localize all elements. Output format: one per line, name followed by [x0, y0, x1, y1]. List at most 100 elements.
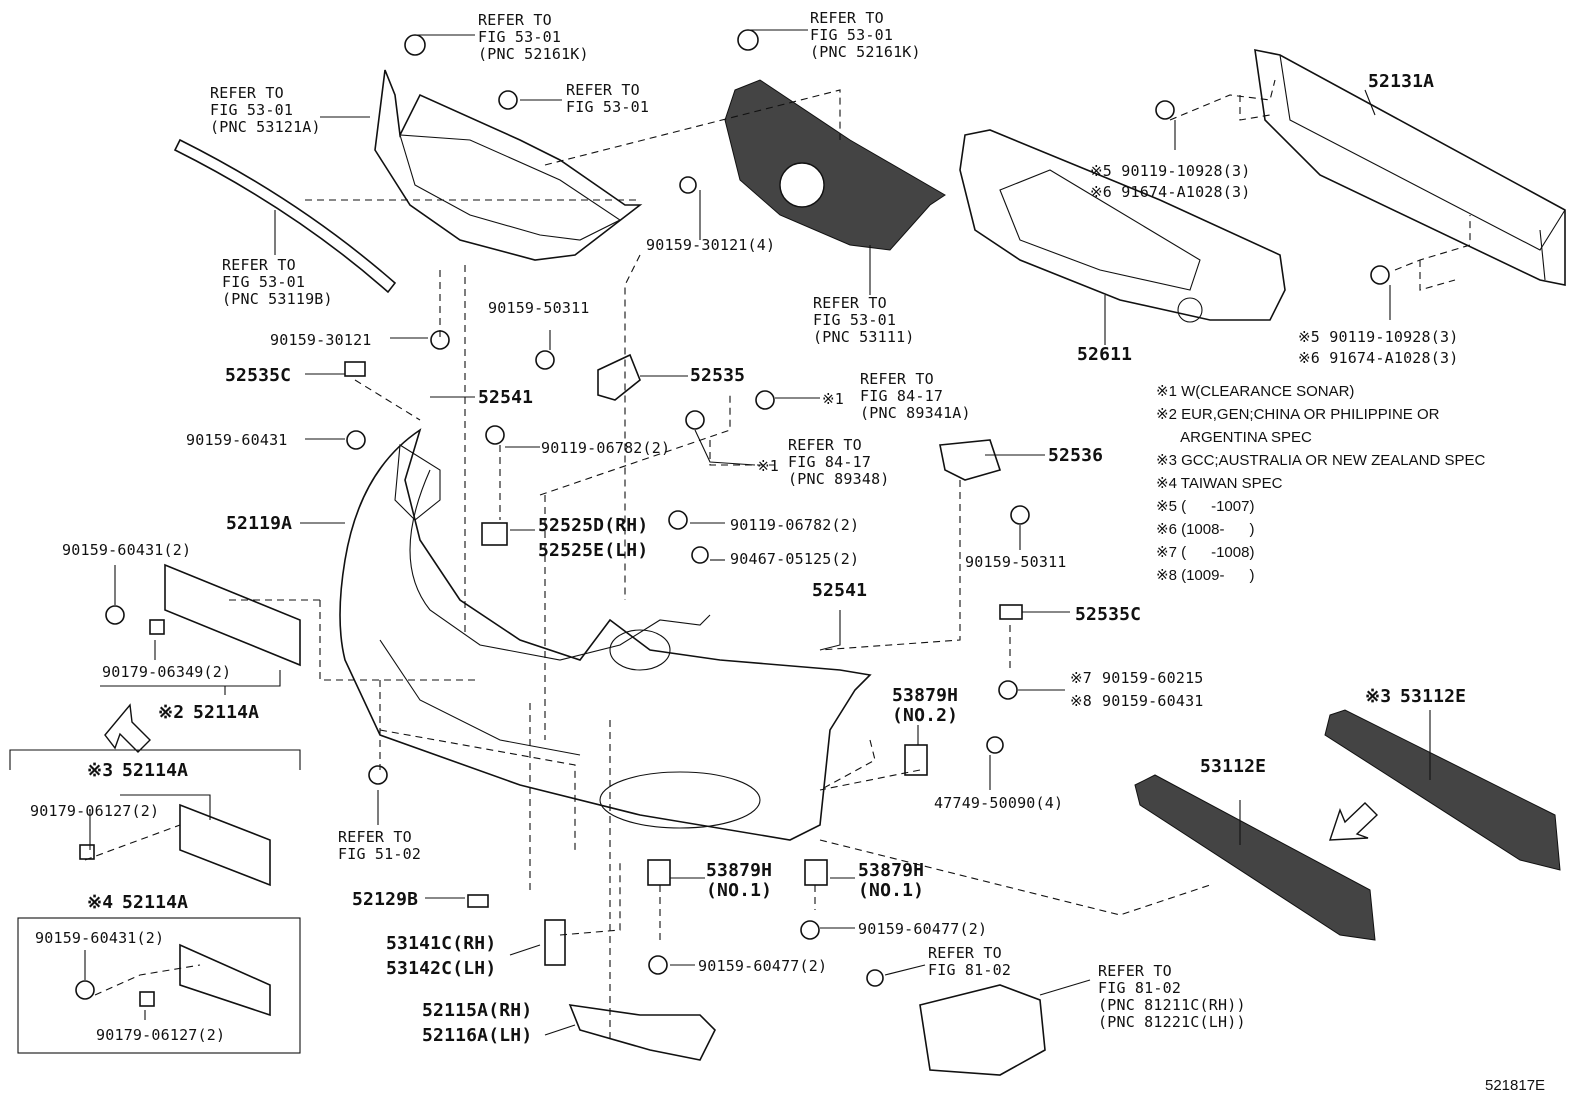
- part-90159-60477-a: 90159-60477(2): [698, 957, 828, 975]
- fog-lamp: [919, 984, 1046, 1076]
- bolt-90159-60431-2: [105, 605, 125, 625]
- reinforcement-52131a: [1254, 48, 1566, 286]
- clip-52161k-right: [737, 29, 759, 51]
- part-90159-60431-2: 90159-60431(2): [62, 541, 192, 559]
- part-90179-06349: 90179-06349(2): [102, 663, 232, 681]
- bracket-53879h-no2: [904, 744, 928, 776]
- part-90159-50311-b: 90159-50311: [965, 553, 1067, 571]
- callout-53121a: REFER TO FIG 53-01 (PNC 53121A): [210, 84, 321, 136]
- note-7: ※7 ( -1008): [1156, 544, 1255, 561]
- part-53112e-3: 53112E: [1400, 686, 1467, 707]
- part-90119-10928-b: ※5 90119-10928(3): [1298, 328, 1459, 346]
- bolt-90119-10928-a: [1155, 100, 1175, 120]
- part-52536: 52536: [1048, 445, 1104, 466]
- clip-90467-05125: [691, 546, 709, 564]
- sensor-89341a: [755, 390, 775, 410]
- part-90159-50311-a: 90159-50311: [488, 299, 590, 317]
- bolt-51-02: [368, 765, 388, 785]
- part-90159-60431-8: 90159-60431: [1102, 692, 1204, 710]
- bolt-90159-30121-4: [679, 176, 697, 194]
- bumper-lower-grille-53112e-gcc: [1324, 709, 1561, 871]
- grille-frame-53121a: [374, 69, 643, 261]
- nut-90179-06127-b: [139, 991, 155, 1007]
- radiator-grille-53111: [724, 79, 946, 251]
- arrow-down-icon: [1329, 802, 1379, 841]
- license-bracket-52114a-gcc: [179, 803, 271, 887]
- mark-8: ※8: [1070, 692, 1092, 710]
- part-52535c-b: 52535C: [1075, 604, 1142, 625]
- callout-52161k-left: REFER TO FIG 53-01 (PNC 52161K): [478, 11, 589, 63]
- note-2: ※2 EUR,GEN;CHINA OR PHILIPPINE OR: [1156, 406, 1440, 423]
- mark-3a: ※3: [87, 760, 114, 781]
- diagram-id: 521817E: [1485, 1077, 1546, 1094]
- bracket-53879h-no1-a: [647, 859, 671, 886]
- bolt-47749-50090: [986, 736, 1004, 754]
- note-1: ※1 W(CLEARANCE SONAR): [1156, 383, 1355, 400]
- callout-53119b: REFER TO FIG 53-01 (PNC 53119B): [222, 256, 333, 308]
- part-53879h-no2: 53879H (NO.2): [892, 685, 959, 726]
- sensor-89348: [685, 410, 705, 430]
- bolt-90159-60431: [346, 430, 366, 450]
- part-52541-a: 52541: [478, 387, 534, 408]
- part-52115a: 52115A(RH): [422, 1000, 533, 1021]
- mark-2: ※2: [158, 702, 185, 723]
- nut-90179-06127-a: [79, 844, 95, 860]
- part-90159-60477-b: 90159-60477(2): [858, 920, 988, 938]
- part-53879h-no1-a: 53879H (NO.1): [706, 860, 773, 901]
- bolt-90159-50311-b: [1010, 505, 1030, 525]
- part-90179-06127-a: 90179-06127(2): [30, 802, 160, 820]
- part-53112e: 53112E: [1200, 756, 1267, 777]
- clip-52535c-a: [344, 361, 366, 377]
- bumper-cover-52119a: [339, 428, 872, 841]
- absorber-52611: [959, 129, 1286, 323]
- license-bracket-52114a-main: [164, 563, 301, 667]
- mark-4: ※4: [87, 892, 114, 913]
- part-90159-30121: 90159-30121: [270, 331, 372, 349]
- note-6: ※6 (1008- ): [1156, 521, 1255, 538]
- part-53141c: 53141C(RH): [386, 933, 497, 954]
- part-52114a-2: 52114A: [193, 702, 260, 723]
- part-91674-a1028-a: ※6 91674-A1028(3): [1090, 183, 1251, 201]
- callout-5301-clip: REFER TO FIG 53-01: [566, 81, 650, 116]
- bolt-90159-50311-a: [535, 350, 555, 370]
- callout-8102-bolt: REFER TO FIG 81-02: [928, 944, 1012, 979]
- callout-89341a: REFER TO FIG 84-17 (PNC 89341A): [860, 370, 971, 422]
- taiwan-variant-box: [17, 917, 301, 1054]
- callout-53111: REFER TO FIG 53-01 (PNC 53111): [813, 294, 915, 346]
- part-53879h-no1-b: 53879H (NO.1): [858, 860, 925, 901]
- clip-52525: [481, 522, 508, 546]
- part-52525d: 52525D(RH): [538, 515, 649, 536]
- clip-52161k-left: [404, 34, 426, 56]
- part-52129b: 52129B: [352, 889, 419, 910]
- part-90119-10928-a: ※5 90119-10928(3): [1090, 162, 1251, 180]
- callout-52161k-right: REFER TO FIG 53-01 (PNC 52161K): [810, 9, 921, 61]
- mark-1b: ※1: [757, 457, 779, 475]
- note-8: ※8 (1009- ): [1156, 567, 1255, 584]
- bumper-lower-grille-53112e: [1134, 774, 1376, 941]
- part-90159-30121-4: 90159-30121(4): [646, 236, 776, 254]
- bolt-90119-06782-a: [485, 425, 505, 445]
- mark-7: ※7: [1070, 669, 1092, 687]
- bracket-53879h-no1-b: [804, 859, 828, 886]
- note-3: ※3 GCC;AUSTRALIA OR NEW ZEALAND SPEC: [1156, 452, 1486, 469]
- bolt-81-02: [866, 969, 884, 987]
- mark-1a: ※1: [822, 390, 844, 408]
- callout-89348: REFER TO FIG 84-17 (PNC 89348): [788, 436, 890, 488]
- bolt-90159-60477-a: [648, 955, 668, 975]
- part-90119-06782-b: 90119-06782(2): [730, 516, 860, 534]
- part-90159-60431: 90159-60431: [186, 431, 288, 449]
- part-90159-60215: 90159-60215: [1102, 669, 1204, 687]
- part-52119a: 52119A: [226, 513, 293, 534]
- license-bracket-52114a-taiwan: [179, 943, 271, 1017]
- clip-52535c-b: [999, 604, 1023, 620]
- bracket-52536: [939, 439, 1002, 481]
- retainer-52115a: [568, 1004, 716, 1061]
- part-52541-b: 52541: [812, 580, 868, 601]
- part-47749-50090: 47749-50090(4): [934, 794, 1064, 812]
- part-52114a-3: 52114A: [122, 760, 189, 781]
- part-90119-06782-a: 90119-06782(2): [541, 439, 671, 457]
- bolt-90159-60215: [998, 680, 1018, 700]
- arrow-up-icon: [104, 703, 151, 753]
- part-90179-06127-b: 90179-06127(2): [96, 1026, 226, 1044]
